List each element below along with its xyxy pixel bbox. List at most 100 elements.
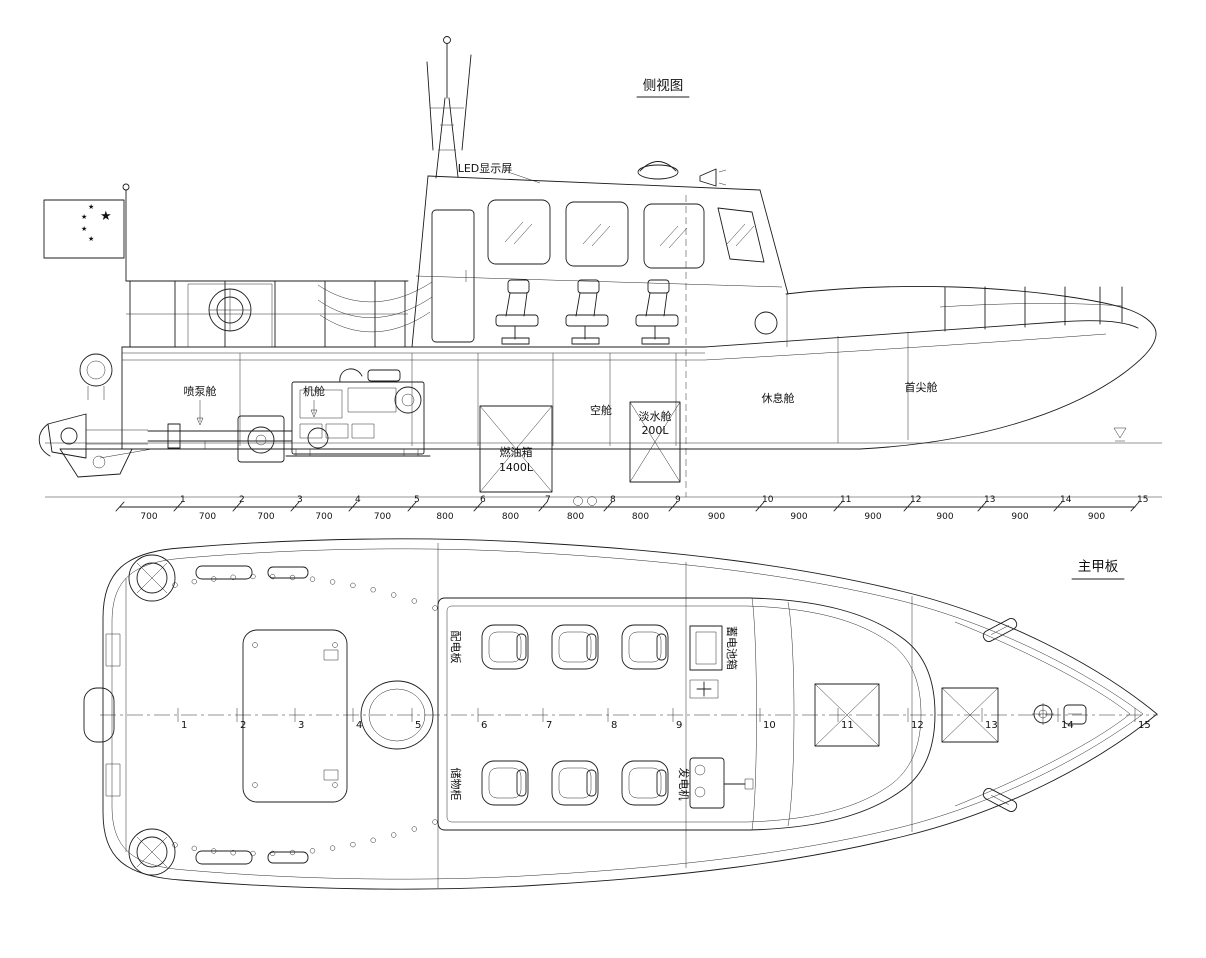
geometry-circle (256, 435, 266, 445)
geometry-rect (690, 758, 724, 808)
glass-hatch (727, 224, 745, 244)
glass-hatch (583, 224, 601, 244)
glass-hatch (514, 224, 532, 244)
vent-stack (80, 354, 112, 400)
geometry-circle (93, 456, 105, 468)
plan-station-number: 14 (1061, 720, 1074, 731)
chain-link (371, 587, 376, 592)
windshield-line (788, 602, 794, 826)
geometry-rect (243, 630, 347, 802)
plan-station-number: 5 (415, 720, 421, 731)
bow-railing (940, 287, 1122, 331)
geometry-ellipse (361, 681, 433, 749)
geometry-path (1114, 428, 1126, 438)
chain-link (310, 848, 315, 853)
generator-unit (690, 758, 753, 808)
seat-side (496, 280, 538, 344)
chain-link (251, 574, 256, 579)
geometry-circle (588, 497, 597, 506)
geometry-line (506, 293, 510, 316)
chain-link (412, 599, 417, 604)
station-tick (1054, 502, 1062, 511)
glass-hatch (736, 226, 754, 246)
geometry-circle (137, 837, 167, 867)
plan-station-number: 10 (763, 720, 776, 731)
battery-box (690, 626, 722, 670)
geometry-rect (690, 680, 718, 698)
chain-link (192, 579, 197, 584)
machinery (39, 354, 430, 477)
geometry-rect (300, 390, 342, 418)
geometry-rect (482, 761, 528, 805)
geometry-circle (395, 387, 421, 413)
geometry-path (640, 162, 676, 172)
geometry-circle (333, 643, 338, 648)
plan-station-number: 11 (841, 720, 854, 731)
generator-label: 发电机 (677, 768, 691, 801)
geometry-rect (636, 315, 678, 326)
fore-peak-label: 首尖舱 (905, 380, 938, 394)
geometry-rect (982, 617, 1019, 644)
engine-room-label: 机舱 (303, 384, 325, 398)
station-tick (233, 502, 241, 511)
geometry-rect (238, 416, 284, 462)
station-spacing-label: 900 (708, 512, 725, 522)
chain-link (310, 577, 315, 582)
geometry-rect (587, 770, 596, 796)
geometry-rect (324, 770, 338, 780)
geometry-circle (123, 184, 129, 190)
station-tick (604, 502, 612, 511)
station-spacing-label: 900 (790, 512, 807, 522)
geometry-rect (644, 204, 704, 268)
geometry-line (137, 837, 167, 867)
geometry-path (100, 449, 152, 458)
geometry-rect (630, 402, 680, 482)
geometry-path (438, 598, 935, 830)
geometry-rect (657, 770, 666, 796)
geometry-rect (368, 370, 400, 381)
void-space-label: 空舱 (590, 403, 612, 417)
plan-station-number: 9 (676, 720, 682, 731)
helm-console (690, 680, 718, 698)
seat-plan (622, 761, 668, 805)
side-seats (496, 280, 678, 344)
geometry-line (815, 684, 879, 746)
station-number: 9 (675, 495, 681, 505)
fuel-tank (480, 406, 552, 492)
geometry-rect (196, 566, 252, 579)
window-glass-hatch-marks (505, 222, 754, 248)
seat-plan (552, 625, 598, 669)
chain-link (330, 846, 335, 851)
mooring-cleat-port (982, 617, 1019, 644)
seat-plan (482, 625, 528, 669)
plan-station-number: 12 (911, 720, 924, 731)
station-tick (539, 502, 547, 511)
station-spacing-label: 800 (436, 512, 453, 522)
seat-plan (552, 761, 598, 805)
stern-flag: ★ ★ ★ ★ ★ (44, 184, 129, 281)
geometry-path (412, 176, 428, 347)
geometry-circle (333, 783, 338, 788)
fresh-water-tank-label: 淡水舱 (639, 409, 672, 423)
station-tick (408, 502, 416, 511)
anchor-chains (173, 574, 438, 856)
propeller-shaft (148, 424, 292, 449)
plan-station-number: 6 (481, 720, 487, 731)
geometry-rect (300, 424, 322, 438)
geometry-circle (253, 783, 258, 788)
deck-boxes (84, 566, 308, 864)
geometry-circle (137, 563, 167, 593)
side-view-title: 侧视图 (643, 78, 684, 94)
geometry-path (60, 449, 132, 477)
geometry-path (428, 176, 760, 190)
chain-link (231, 575, 236, 580)
geometry-line (436, 98, 445, 178)
chain-link (231, 850, 236, 855)
geometry-rect (745, 779, 753, 789)
geometry-circle (755, 312, 777, 334)
geometry-ellipse (369, 689, 425, 741)
geometry-rect (296, 449, 310, 456)
plan-station-number: 13 (985, 720, 998, 731)
geometry-rect (480, 406, 552, 492)
life-buoy (188, 284, 272, 347)
